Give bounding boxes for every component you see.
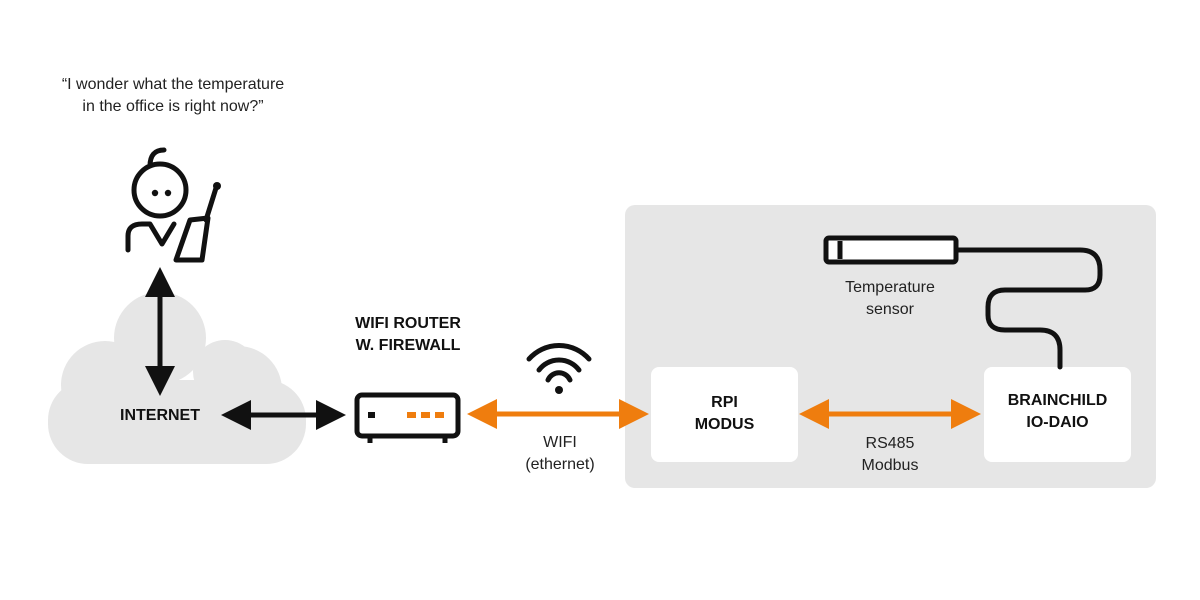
wifi-link-line-2: (ethernet) (525, 456, 595, 473)
router-label-line-1: WIFI ROUTER (355, 315, 461, 332)
sensor-label-line-1: Temperature (845, 279, 935, 296)
router-label: WIFI ROUTER W. FIREWALL (318, 313, 498, 357)
person-eye-left (151, 189, 159, 197)
brainchild-label-line-1: BRAINCHILD (1007, 392, 1108, 409)
quote-line-2: in the office is right now?” (82, 98, 264, 115)
wifi-signal-icon (526, 343, 592, 383)
quote-line-1: “I wonder what the temperature (61, 76, 285, 93)
wifi-signal-dot (555, 386, 563, 394)
sensor-label-line-2: sensor (865, 301, 915, 318)
tablet-antenna-tip (213, 182, 221, 190)
router-label-line-2: W. FIREWALL (355, 337, 461, 354)
modbus-link-line-2: Modbus (861, 457, 919, 474)
brainchild-label: BRAINCHILD IO-DAIO (984, 390, 1131, 434)
router-icon (354, 392, 461, 443)
wifi-link-label: WIFI (ethernet) (490, 432, 630, 476)
quote-text: “I wonder what the temperature in the of… (18, 74, 328, 118)
brainchild-box (984, 367, 1131, 462)
modbus-link-line-1: RS485 (865, 435, 915, 452)
person-icon (125, 147, 219, 263)
temperature-probe-icon (823, 235, 1103, 370)
rpi-box (651, 367, 798, 462)
wifi-link-line-1: WIFI (543, 434, 577, 451)
rpi-label-line-1: RPI (711, 394, 738, 411)
brainchild-label-line-2: IO-DAIO (1026, 414, 1089, 431)
sensor-label: Temperature sensor (820, 277, 960, 321)
cloud-icon (48, 292, 306, 464)
person-eye-right (164, 189, 172, 197)
modbus-link-label: RS485 Modbus (820, 433, 960, 477)
rpi-label: RPI MODUS (651, 392, 798, 436)
rpi-label-line-2: MODUS (694, 416, 755, 433)
internet-label: INTERNET (120, 407, 200, 424)
